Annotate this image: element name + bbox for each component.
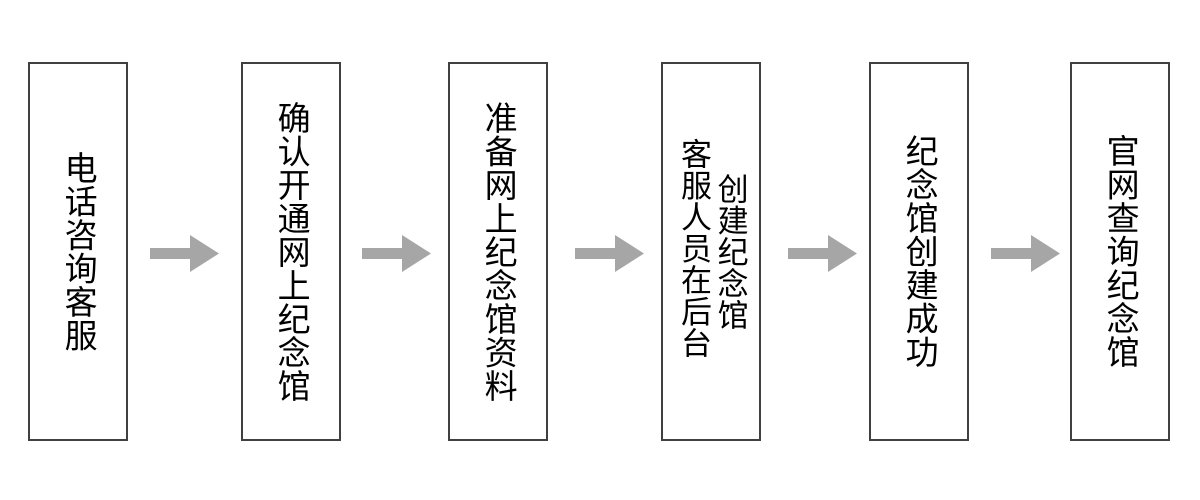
flow-arrow-1 (150, 235, 219, 272)
flow-step-5-label: 纪念馆创建成功 (900, 134, 940, 369)
flow-step-2[interactable]: 确认开通网上纪念馆 (241, 62, 341, 441)
flow-step-1-label: 电话咨询客服 (59, 151, 99, 352)
flow-step-4-label-primary: 客服人员在后台 (675, 138, 711, 359)
flow-step-4[interactable]: 创建纪念馆 客服人员在后台 (661, 62, 761, 441)
flow-step-5[interactable]: 纪念馆创建成功 (869, 62, 969, 441)
flow-step-3[interactable]: 准备网上纪念馆资料 (448, 62, 548, 441)
flow-step-3-label: 准备网上纪念馆资料 (479, 100, 519, 403)
flow-step-6[interactable]: 官网查询纪念馆 (1070, 62, 1170, 441)
flow-arrow-2 (362, 235, 431, 272)
flow-step-1[interactable]: 电话咨询客服 (28, 62, 128, 441)
flow-step-4-label-secondary: 创建纪念馆 (711, 172, 748, 331)
flow-step-6-label: 官网查询纪念馆 (1101, 134, 1141, 369)
flow-arrow-5 (991, 235, 1060, 272)
flow-arrow-3 (575, 235, 644, 272)
flow-step-2-label: 确认开通网上纪念馆 (272, 100, 312, 403)
flow-arrow-4 (788, 235, 857, 272)
